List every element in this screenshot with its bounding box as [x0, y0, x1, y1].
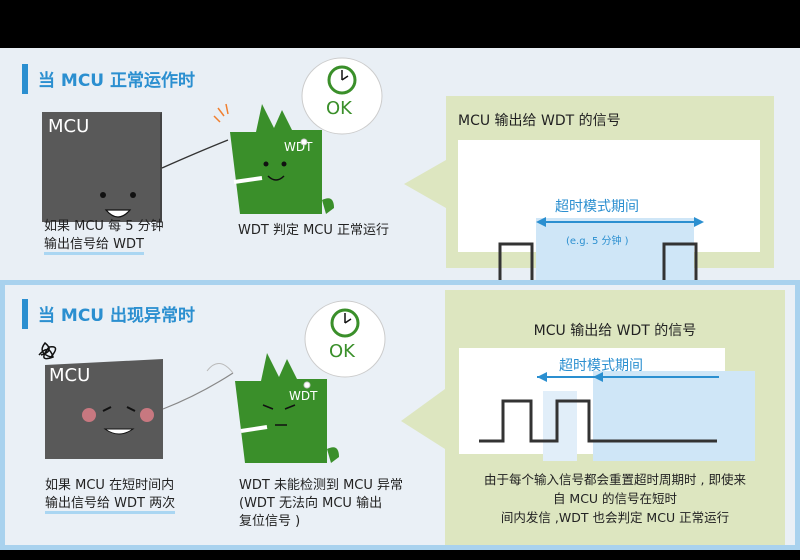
- timeout-label-abnormal: 超时模式期间: [559, 358, 643, 374]
- mcu-label-normal: MCU: [48, 116, 90, 137]
- timeout-label-normal: 超时模式期间: [555, 199, 639, 215]
- callout-pointer-normal: [404, 160, 446, 208]
- abnormal-operation-panel: 当 MCU 出现异常时 MCU WDT OK 如果 MCU 在短时间内 输出信号…: [0, 280, 800, 550]
- mcu-caption-abnormal: 如果 MCU 在短时间内 输出信号给 WDT 两次: [45, 477, 176, 514]
- abnormal-note: 由于每个输入信号都会重置超时周期时 , 即使来 自 MCU 的信号在短时 间内发…: [484, 472, 746, 525]
- example-label: (e.g. 5 分钟 ): [566, 236, 629, 247]
- waveform-normal: [478, 217, 740, 286]
- wdt-character-abnormal: [235, 353, 339, 463]
- normal-operation-panel: 当 MCU 正常运作时 MCU WDT OK 如果 MCU 每 5 分钟 输出信…: [0, 48, 800, 286]
- ok-bubble-normal: [300, 57, 383, 146]
- heading-accent-bar: [22, 299, 28, 329]
- mcu-caption-normal: 如果 MCU 每 5 分钟 输出信号给 WDT: [44, 218, 164, 255]
- abnormal-heading: 当 MCU 出现异常时: [38, 306, 196, 326]
- wdt-caption-abnormal: WDT 未能检测到 MCU 异常 (WDT 无法向 MCU 输出 复位信号 ): [239, 478, 404, 529]
- heading-accent-bar: [22, 64, 28, 94]
- wdt-caption-normal: WDT 判定 MCU 正常运行: [238, 223, 390, 238]
- callout-pointer-abnormal: [401, 389, 445, 449]
- signal-box-title-normal: MCU 输出给 WDT 的信号: [458, 113, 621, 129]
- mcu-chip-abnormal: [38, 341, 234, 459]
- ok-label-abnormal: OK: [329, 341, 355, 362]
- normal-heading: 当 MCU 正常运作时: [38, 71, 196, 91]
- waveform-abnormal: [479, 371, 755, 461]
- mcu-label-abnormal: MCU: [49, 365, 91, 386]
- mcu-chip-normal: [42, 112, 229, 222]
- wdt-character-normal: [213, 103, 334, 214]
- signal-box-title-abnormal: MCU 输出给 WDT 的信号: [533, 323, 697, 339]
- ok-label-normal: OK: [326, 98, 352, 119]
- wdt-label-abnormal: WDT: [289, 389, 318, 403]
- ok-bubble-abnormal: [303, 300, 386, 389]
